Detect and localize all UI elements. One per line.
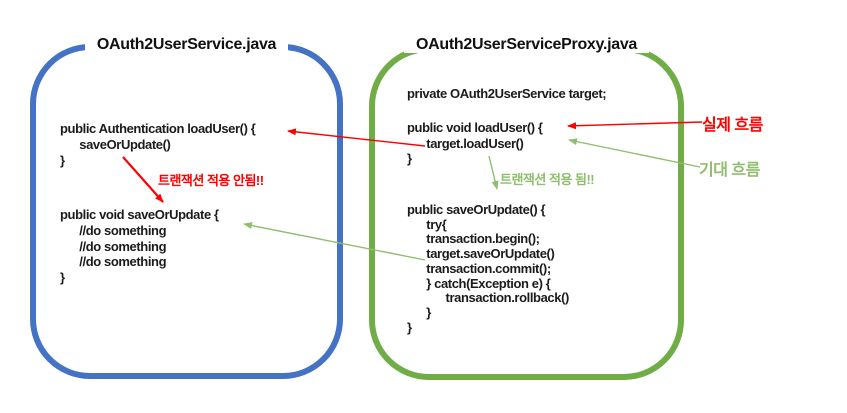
left-box-title: OAuth2UserService.java	[30, 36, 343, 54]
code-line: } catch(Exception e) {	[407, 275, 551, 291]
code-line: target.loadUser()	[407, 135, 524, 151]
code-line: }	[407, 319, 412, 335]
expected-flow-label: 기대 흐름	[699, 162, 760, 179]
proxy-loaduser-method-code: public void loadUser() { target.loadUser…	[407, 120, 543, 167]
code-line: public void loadUser() {	[407, 120, 543, 135]
code-line: transaction.rollback()	[407, 290, 570, 306]
right-box-title-text: OAuth2UserServiceProxy.java	[403, 36, 650, 53]
code-line: try{	[407, 216, 447, 232]
saveorupdate-method-code: public void saveOrUpdate { //do somethin…	[60, 207, 219, 286]
code-line: //do something	[60, 222, 167, 238]
code-line: }	[407, 151, 412, 166]
code-line: //do something	[60, 254, 167, 270]
code-line: //do something	[60, 238, 167, 254]
code-line: }	[407, 304, 431, 320]
code-line: transaction.begin();	[407, 231, 540, 247]
code-line: }	[60, 270, 65, 286]
transaction-not-applied-note: 트랜잭션 적용 안됨!!	[158, 173, 264, 188]
proxy-saveorupdate-method-code: public saveOrUpdate() { try{ transaction…	[407, 202, 570, 335]
target-field-code: private OAuth2UserService target;	[407, 86, 607, 101]
code-line: public saveOrUpdate() {	[407, 202, 546, 217]
transaction-applied-note: 트랜잭션 적용 됨!!	[500, 172, 595, 187]
code-line: target.saveOrUpdate()	[407, 246, 555, 262]
code-line: public void saveOrUpdate {	[60, 207, 219, 222]
actual-flow-label: 실제 흐름	[702, 117, 763, 134]
code-line: saveOrUpdate()	[60, 137, 171, 152]
code-line: public Authentication loadUser() {	[60, 121, 256, 136]
right-box-title: OAuth2UserServiceProxy.java	[369, 36, 684, 54]
left-box-title-text: OAuth2UserService.java	[84, 36, 289, 53]
code-line: }	[60, 153, 65, 168]
code-line: transaction.commit();	[407, 260, 551, 276]
loaduser-method-code: public Authentication loadUser() { saveO…	[60, 121, 256, 169]
